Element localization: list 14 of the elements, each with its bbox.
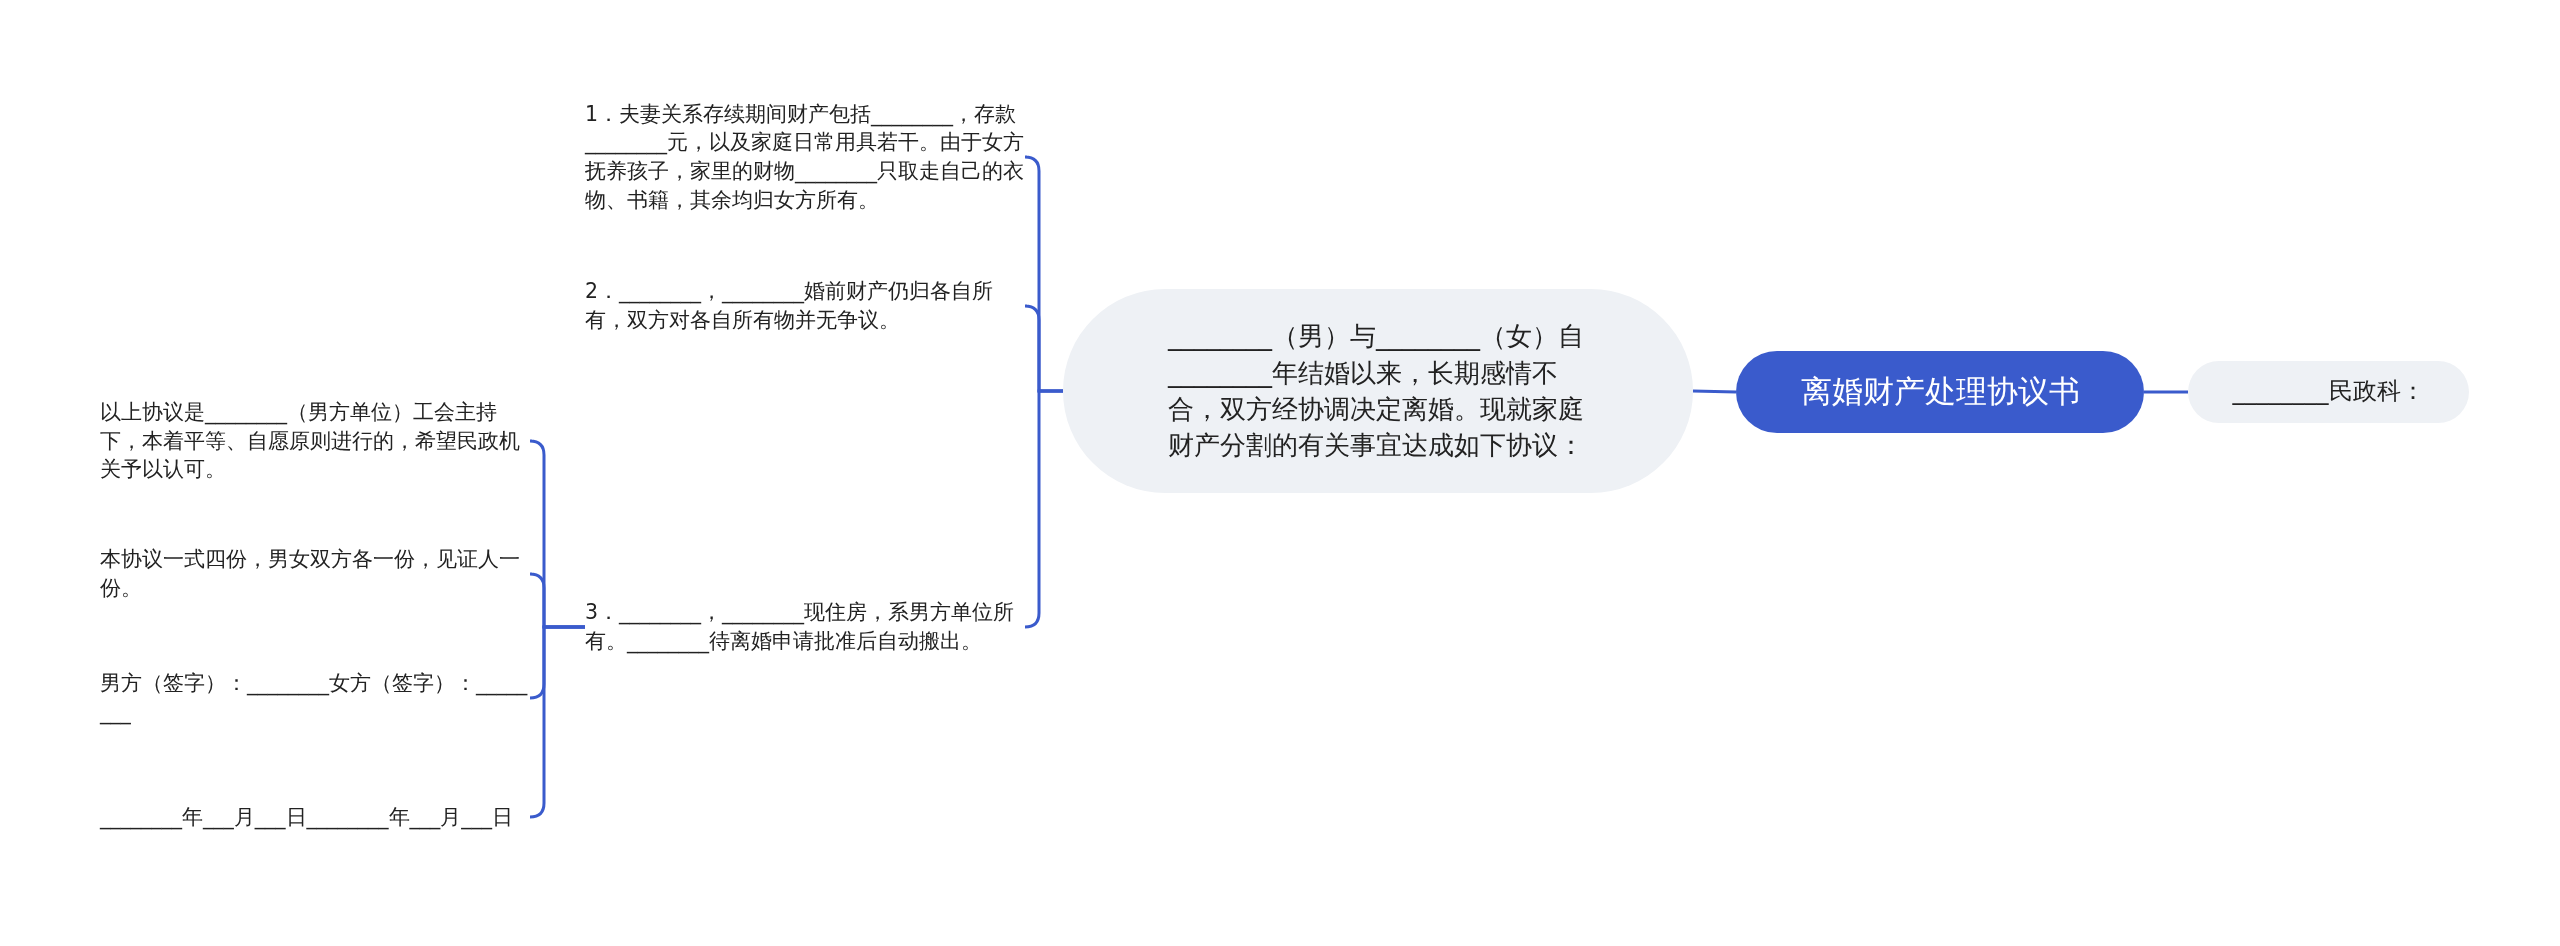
topic-text: 2．________，________婚前财产仍归各自所有，双方对各自所有物并无争议。 (585, 277, 1025, 335)
topic-bubble: ________（男）与________（女）自________年结婚以来，长期感情不合，双方经协调决定离婚。现就家庭财产分割的有关事宜达成如下协议： (1063, 289, 1693, 493)
topic-text: 1．夫妻关系存续期间财产包括________，存款________元，以及家庭日常用具若干。由于女方抚养孩子，家里的财物________只取走自己的衣物、书籍，其余均归女方所有。 (585, 99, 1025, 215)
topic-text: 男方（签字）：________女方（签字）：________ (100, 669, 530, 727)
connector-line (1692, 389, 1737, 394)
topic-text: 以上协议是________（男方单位）工会主持下，本着平等、自愿原则进行的，希望民政机关予以认可。 (100, 397, 530, 485)
topic-text: 本协议一式四份，男女双方各一份，见证人一份。 (100, 545, 530, 603)
connector-line (2144, 390, 2188, 394)
topic-text: 3．________，________现住房，系男方单位所有。________待离婚申请批准后自动搬出。 (585, 598, 1025, 656)
connector-line (1023, 389, 1063, 629)
connector-line (528, 625, 585, 819)
central-topic-box: 离婚财产处理协议书 (1736, 351, 2144, 433)
topic-box: ________民政科： (2188, 361, 2469, 423)
topic-text: ________年___月___日________年___月___日 (100, 802, 530, 832)
